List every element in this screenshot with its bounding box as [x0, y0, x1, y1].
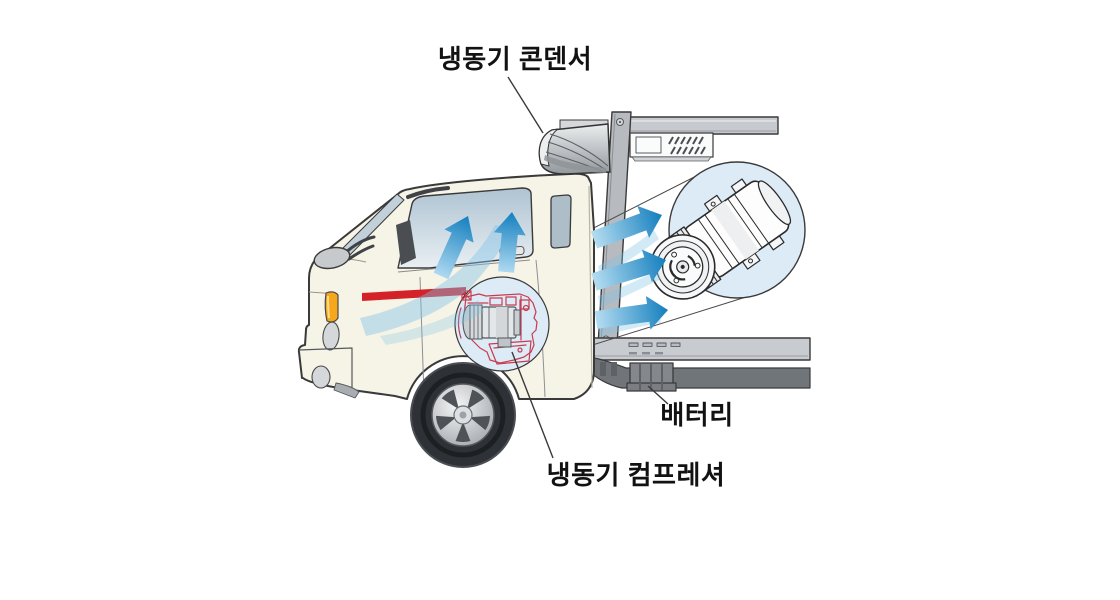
turn-signal-highlight [327, 295, 330, 319]
airflow-arrow-window-2 [493, 212, 526, 273]
front-mud-flap [333, 382, 360, 399]
condenser-lower-band [544, 155, 606, 173]
headlight [322, 321, 340, 351]
bumper-edge [298, 347, 353, 388]
airflow-arrow-right-3 [594, 296, 668, 330]
refrigerator-condenser-unit [538, 119, 611, 175]
airflow-stream-right-1 [598, 230, 659, 278]
chassis-rail-upper [565, 337, 811, 361]
compressor-detail-circle [649, 161, 806, 300]
airflow-stream-window [360, 225, 512, 336]
leader-line-battery [647, 385, 669, 405]
label-compressor: 냉동기 컴프레셔 [547, 460, 726, 490]
cab-rear-seam [588, 185, 593, 389]
evaporator-vents [668, 136, 706, 155]
compressor-illustration [649, 178, 792, 300]
airflow-stream-right-2 [598, 270, 661, 308]
tire-sidewall [420, 372, 506, 458]
truck-box-structure [565, 111, 811, 392]
red-stripe [362, 287, 466, 301]
airflow-stream-window-low [380, 300, 484, 345]
wiper [406, 186, 450, 199]
battery-unit [626, 362, 677, 392]
front-wheel [410, 362, 516, 468]
airflow-arrow-right-1 [590, 205, 662, 249]
airflow-arrow-window-1 [433, 216, 474, 280]
label-battery: 배터리 [660, 400, 733, 430]
chassis-rail-slots [628, 342, 681, 355]
compressor-highlight-circle [454, 276, 550, 372]
fog-light [311, 365, 331, 389]
engine-line-art [457, 290, 538, 365]
label-condenser: 냉동기 콘덴서 [438, 44, 592, 74]
leader-line-compressor [511, 351, 554, 459]
airflow-arrow-right-2 [591, 249, 666, 291]
side-mirror [313, 246, 351, 270]
cab-quarter-window [550, 194, 572, 249]
chassis-tab-2 [611, 362, 617, 376]
mirror-bracket [396, 220, 416, 265]
compressor-small [462, 304, 521, 348]
evaporator-unit [629, 132, 714, 162]
leader-line-condenser [507, 76, 544, 134]
airflow-arrows [433, 205, 668, 330]
chassis-tab-1 [600, 362, 606, 376]
rim-spoke-gaps [436, 389, 490, 443]
